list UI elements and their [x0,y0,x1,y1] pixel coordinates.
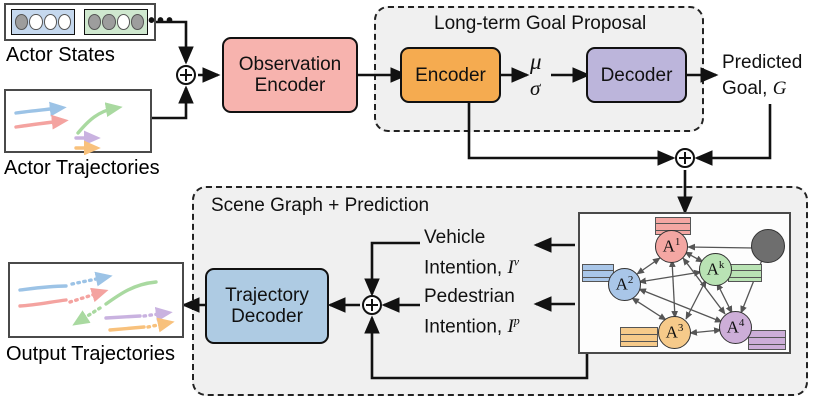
group-title-long-term-goal-proposal: Long-term Goal Proposal [434,13,647,34]
pedestrian-intention-symbol: Ip [507,314,520,338]
scene-graph-panel: A1 A2 Ak A3 A4 [578,212,791,354]
output-trajectories-panel [8,262,184,338]
state-token [116,14,130,30]
graph-node-a4[interactable]: A4 [719,311,752,344]
state-token [102,14,116,30]
graph-node-ak[interactable]: Ak [699,253,732,286]
decoder-block[interactable]: Decoder [586,47,687,103]
vehicle-intention-label-line2: Intention, Iv [424,251,519,279]
sum-decoder-operator [362,295,382,315]
graph-node-ak-label: Ak [706,259,725,279]
pedestrian-intention-word: Intention, [424,316,503,338]
actor-trajectories-caption: Actor Trajectories [4,157,160,179]
actor-trajectories-panel [4,89,152,156]
sum-goal-operator [675,148,695,168]
latent-mu-label: μ [530,49,542,74]
trajectory-decoder-label-line2: Decoder [231,306,303,327]
latent-sigma-label: σ [530,76,541,100]
graph-node-a1[interactable]: A1 [655,230,688,263]
output-trajectories-caption: Output Trajectories [6,343,175,365]
pedestrian-intention-symbol-sup: p [513,314,520,328]
state-token [43,14,57,30]
observation-encoder-label-line2: Encoder [254,75,326,96]
trajectory-decoder-label-line1: Trajectory [225,285,309,306]
state-token [29,14,43,30]
actor-states-caption: Actor States [6,44,115,66]
pedestrian-intention-symbol-base: I [507,316,514,338]
actor-states-ellipsis: ••• [148,10,176,32]
graph-node-a4-label: A4 [726,317,745,337]
state-token [130,14,144,30]
decoder-label: Decoder [600,64,673,86]
group-title-scene-graph-prediction: Scene Graph + Prediction [211,195,430,216]
graph-node-a1-label: A1 [662,236,681,256]
actor-state-cell-2 [84,9,148,35]
graph-node-a2-label: A2 [615,274,634,294]
graph-node-a3[interactable]: A3 [658,316,691,349]
vehicle-intention-symbol-base: I [507,257,514,279]
sum-input-operator [176,65,196,85]
graph-node-ego[interactable] [751,229,785,263]
actor-trajectories-plot [14,101,123,156]
pedestrian-intention-label-line2: Intention, Ip [424,310,520,338]
actor-state-cell-1 [11,9,75,35]
state-token [57,14,71,30]
feature-bar-a4 [748,330,786,350]
state-token [15,14,29,30]
state-token [88,14,102,30]
graph-node-a2[interactable]: A2 [608,268,641,301]
predicted-goal-label-line1: Predicted [722,52,803,73]
encoder-label: Encoder [415,64,486,86]
feature-bar-ak [728,264,762,282]
output-trajectories-plot [18,271,175,333]
vehicle-intention-symbol: Iv [507,255,520,279]
predicted-goal-word: Goal, [722,78,768,99]
feature-bar-a3 [620,327,658,347]
predicted-goal-symbol: G [772,78,787,99]
vehicle-intention-label-line1: Vehicle [424,227,486,248]
pedestrian-intention-label-line1: Pedestrian [424,286,515,307]
trajectory-decoder-block[interactable]: Trajectory Decoder [205,268,329,344]
vehicle-intention-word: Intention, [424,257,503,279]
actor-states-panel [4,3,156,41]
observation-encoder-block[interactable]: Observation Encoder [222,37,358,113]
observation-encoder-label-line1: Observation [238,54,342,75]
graph-node-a3-label: A3 [665,322,684,342]
predicted-goal-label-line2: Goal, G [722,78,786,100]
encoder-block[interactable]: Encoder [400,47,501,103]
vehicle-intention-symbol-sup: v [513,255,520,269]
